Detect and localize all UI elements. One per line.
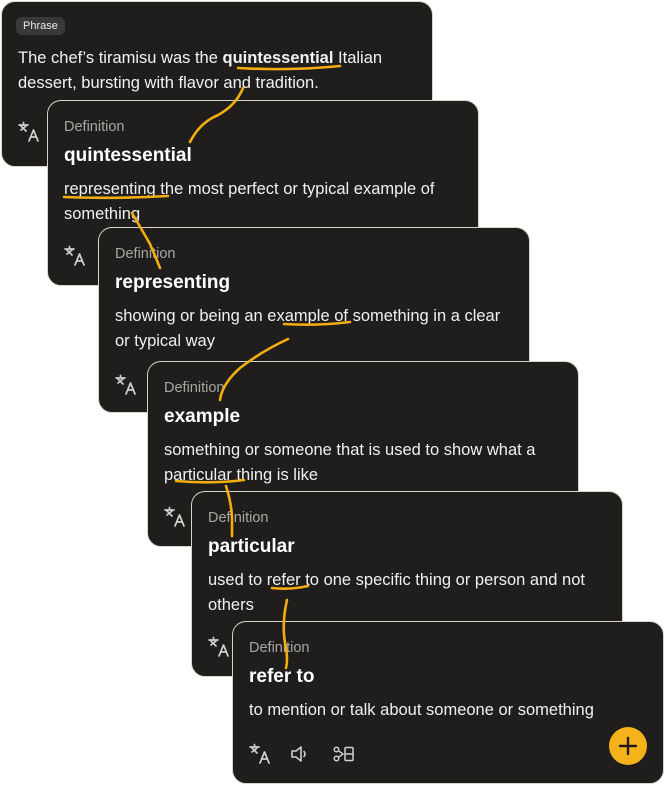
definition-word: example [164, 406, 241, 427]
phrase-text: The chef’s tiramisu was the quintessenti… [18, 46, 412, 96]
translate-icon[interactable] [113, 372, 139, 398]
translate-icon[interactable] [206, 634, 232, 660]
definition-card-refer-to: Definition refer to to mention or talk a… [232, 621, 664, 784]
add-button[interactable] [609, 727, 647, 765]
plus-icon [618, 736, 638, 756]
definition-text: to mention or talk about someone or some… [249, 701, 594, 719]
translate-icon[interactable] [16, 119, 42, 145]
translate-icon[interactable] [162, 504, 188, 530]
definition-text: showing or being an example of something… [115, 307, 501, 350]
definition-word: refer to [249, 666, 315, 687]
definition-label: Definition [249, 640, 310, 656]
definition-label: Definition [208, 510, 269, 526]
phrase-text-before: The chef’s tiramisu was the [18, 49, 223, 67]
definition-text: something or someone that is used to sho… [164, 441, 536, 484]
definition-text: representing the most perfect or typical… [64, 180, 435, 223]
definition-word: quintessential [64, 145, 192, 166]
speaker-icon[interactable] [289, 743, 311, 765]
definition-label: Definition [164, 380, 225, 396]
translate-icon[interactable] [62, 243, 88, 269]
definition-label: Definition [115, 246, 176, 262]
phrase-highlight-word[interactable]: quintessential [222, 49, 334, 67]
phrase-tag: Phrase [16, 17, 65, 35]
definition-text: used to refer to one specific thing or p… [208, 571, 585, 614]
definition-label: Definition [64, 119, 125, 135]
scissors-split-icon[interactable] [332, 743, 356, 765]
definition-word: representing [115, 272, 231, 293]
translate-icon[interactable] [247, 741, 273, 767]
definition-word: particular [208, 536, 295, 557]
